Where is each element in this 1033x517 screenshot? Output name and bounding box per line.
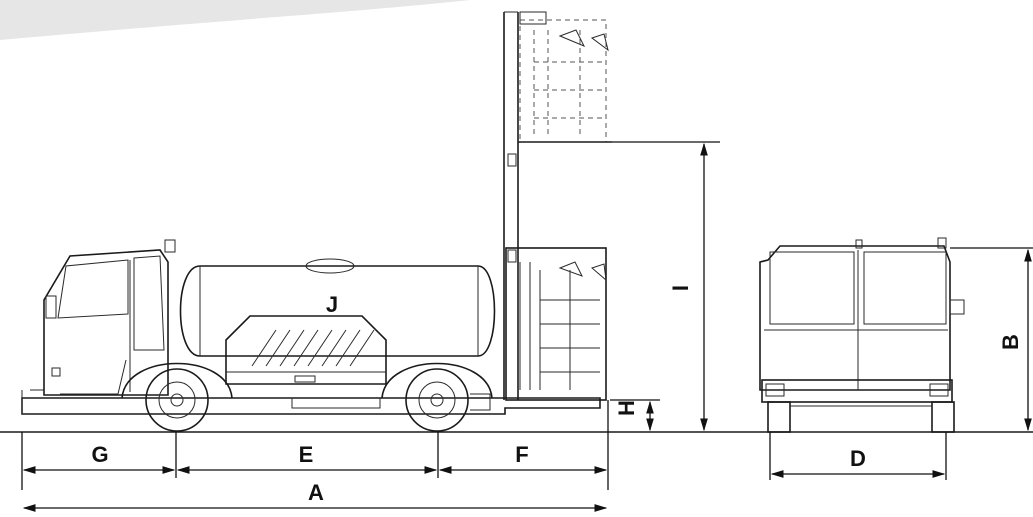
background-swoosh	[0, 0, 470, 40]
platform-lowered	[505, 247, 607, 401]
cab	[43, 239, 176, 396]
pump-housing	[225, 315, 387, 385]
mast	[503, 11, 519, 400]
tank	[179, 258, 496, 357]
label-g: G	[91, 442, 108, 467]
side-view-vehicle	[21, 11, 612, 432]
label-a: A	[308, 480, 324, 505]
rear-wheel	[405, 368, 469, 432]
label-d: D	[850, 446, 866, 471]
label-i: I	[668, 285, 693, 291]
extension-lines	[21, 141, 1033, 490]
front-wheel	[145, 368, 209, 432]
label-h: H	[614, 400, 639, 416]
label-j: J	[326, 292, 338, 317]
platform-raised	[518, 11, 612, 143]
label-b: B	[998, 334, 1023, 350]
label-f: F	[515, 442, 528, 467]
rear-view-vehicle	[759, 237, 965, 433]
label-e: E	[299, 442, 314, 467]
